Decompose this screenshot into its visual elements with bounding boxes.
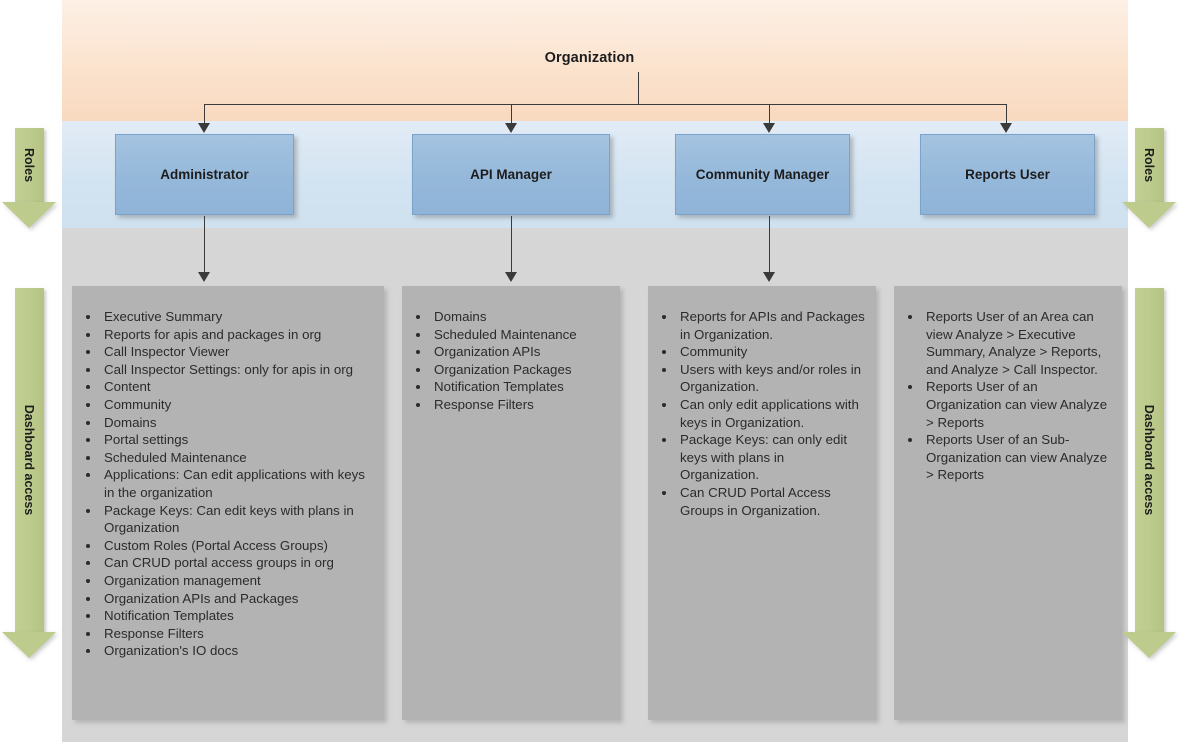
arrow-shaft bbox=[1135, 128, 1164, 202]
list-item: Community bbox=[662, 343, 866, 361]
connector-root-stem bbox=[638, 72, 640, 105]
list-item: Reports User of an Sub-Organization can … bbox=[908, 431, 1112, 484]
list-item: Reports for APIs and Packages in Organiz… bbox=[662, 309, 865, 342]
list-item: Organization's IO docs bbox=[86, 642, 374, 660]
band-organization bbox=[62, 0, 1128, 121]
arrow-shaft bbox=[15, 288, 44, 632]
side-arrow-roles-right: Roles bbox=[1122, 128, 1177, 228]
role-label-api-manager: API Manager bbox=[470, 167, 552, 182]
arrow-head-down-icon bbox=[2, 202, 56, 228]
list-item: Organization APIs bbox=[416, 343, 610, 361]
role-label-administrator: Administrator bbox=[160, 167, 249, 182]
side-arrow-label-dashboard-right: Dashboard access bbox=[1142, 404, 1157, 516]
list-item: Organization Packages bbox=[416, 361, 610, 379]
detail-list-reports-user: Reports User of an Area can view Analyze… bbox=[894, 286, 1122, 494]
list-item: Response Filters bbox=[416, 396, 610, 414]
list-item: Domains bbox=[416, 308, 610, 326]
connector-administrator-to-detail bbox=[204, 216, 206, 274]
list-item: Package Keys: Can edit keys with plans i… bbox=[86, 502, 374, 537]
connector-drop-reports-user bbox=[1006, 104, 1008, 125]
list-item: Can CRUD Portal Access Groups in Organiz… bbox=[662, 484, 866, 519]
side-arrow-dashboard-right: Dashboard access bbox=[1122, 288, 1177, 658]
list-item: Custom Roles (Portal Access Groups) bbox=[86, 537, 374, 555]
list-item: Domains bbox=[86, 414, 374, 432]
arrow-shaft bbox=[15, 128, 44, 202]
list-item: Reports User of an Organization can view… bbox=[908, 378, 1112, 431]
role-box-administrator[interactable]: Administrator bbox=[115, 134, 294, 215]
list-item: Notification Templates bbox=[86, 607, 374, 625]
detail-box-reports-user: Reports User of an Area can view Analyze… bbox=[894, 286, 1122, 720]
arrowhead-api-manager-detail bbox=[505, 272, 517, 282]
list-item: Can CRUD portal access groups in org bbox=[86, 554, 374, 572]
arrowhead-administrator bbox=[198, 123, 210, 133]
list-item: Package Keys: can only edit keys with pl… bbox=[662, 431, 866, 484]
list-item: Content bbox=[86, 378, 374, 396]
page-title: Organization bbox=[544, 50, 635, 66]
list-item: Executive Summary bbox=[86, 308, 374, 326]
connector-drop-administrator bbox=[204, 104, 206, 125]
list-item: Users with keys and/or roles in Organiza… bbox=[662, 361, 866, 396]
role-label-community-manager: Community Manager bbox=[695, 167, 830, 182]
role-label-reports-user: Reports User bbox=[965, 167, 1050, 182]
arrow-head-down-icon bbox=[1122, 632, 1176, 658]
list-item: Portal settings bbox=[86, 431, 374, 449]
arrow-shaft bbox=[1135, 288, 1164, 632]
list-item: Response Filters bbox=[86, 625, 374, 643]
list-item: Notification Templates bbox=[416, 378, 610, 396]
list-item: Applications: Can edit applications with… bbox=[86, 466, 374, 501]
side-arrow-label-roles-left: Roles bbox=[22, 147, 37, 183]
side-arrow-dashboard-left: Dashboard access bbox=[2, 288, 57, 658]
side-arrow-label-roles-right: Roles bbox=[1142, 147, 1157, 183]
list-item: Reports for apis and packages in org bbox=[86, 326, 374, 344]
role-box-reports-user[interactable]: Reports User bbox=[920, 134, 1095, 215]
connector-api-manager-to-detail bbox=[511, 216, 513, 274]
side-arrow-roles-left: Roles bbox=[2, 128, 57, 228]
list-item: Scheduled Maintenance bbox=[86, 449, 374, 467]
detail-list-community-manager: Reports for APIs and Packages in Organiz… bbox=[648, 286, 876, 529]
side-arrow-label-dashboard-left: Dashboard access bbox=[22, 404, 37, 516]
role-box-api-manager[interactable]: API Manager bbox=[412, 134, 610, 215]
list-item: Organization APIs and Packages bbox=[86, 590, 374, 608]
list-item: Scheduled Maintenance bbox=[416, 326, 610, 344]
detail-box-community-manager: Reports for APIs and Packages in Organiz… bbox=[648, 286, 876, 720]
arrowhead-reports-user bbox=[1000, 123, 1012, 133]
arrowhead-administrator-detail bbox=[198, 272, 210, 282]
list-item: Call Inspector Settings: only for apis i… bbox=[86, 361, 374, 379]
arrowhead-api-manager bbox=[505, 123, 517, 133]
arrow-head-down-icon bbox=[1122, 202, 1176, 228]
list-item: Call Inspector Viewer bbox=[86, 343, 374, 361]
connector-drop-api-manager bbox=[511, 104, 513, 125]
connector-bus bbox=[204, 104, 1006, 106]
list-item: Community bbox=[86, 396, 374, 414]
arrow-head-down-icon bbox=[2, 632, 56, 658]
arrowhead-community-manager-detail bbox=[763, 272, 775, 282]
arrowhead-community-manager bbox=[763, 123, 775, 133]
list-item: Organization management bbox=[86, 572, 374, 590]
role-box-community-manager[interactable]: Community Manager bbox=[675, 134, 850, 215]
connector-community-manager-to-detail bbox=[769, 216, 771, 274]
connector-drop-community-manager bbox=[769, 104, 771, 125]
list-item: Reports User of an Area can view Analyze… bbox=[908, 308, 1112, 378]
list-item: Can only edit applications with keys in … bbox=[662, 396, 866, 431]
